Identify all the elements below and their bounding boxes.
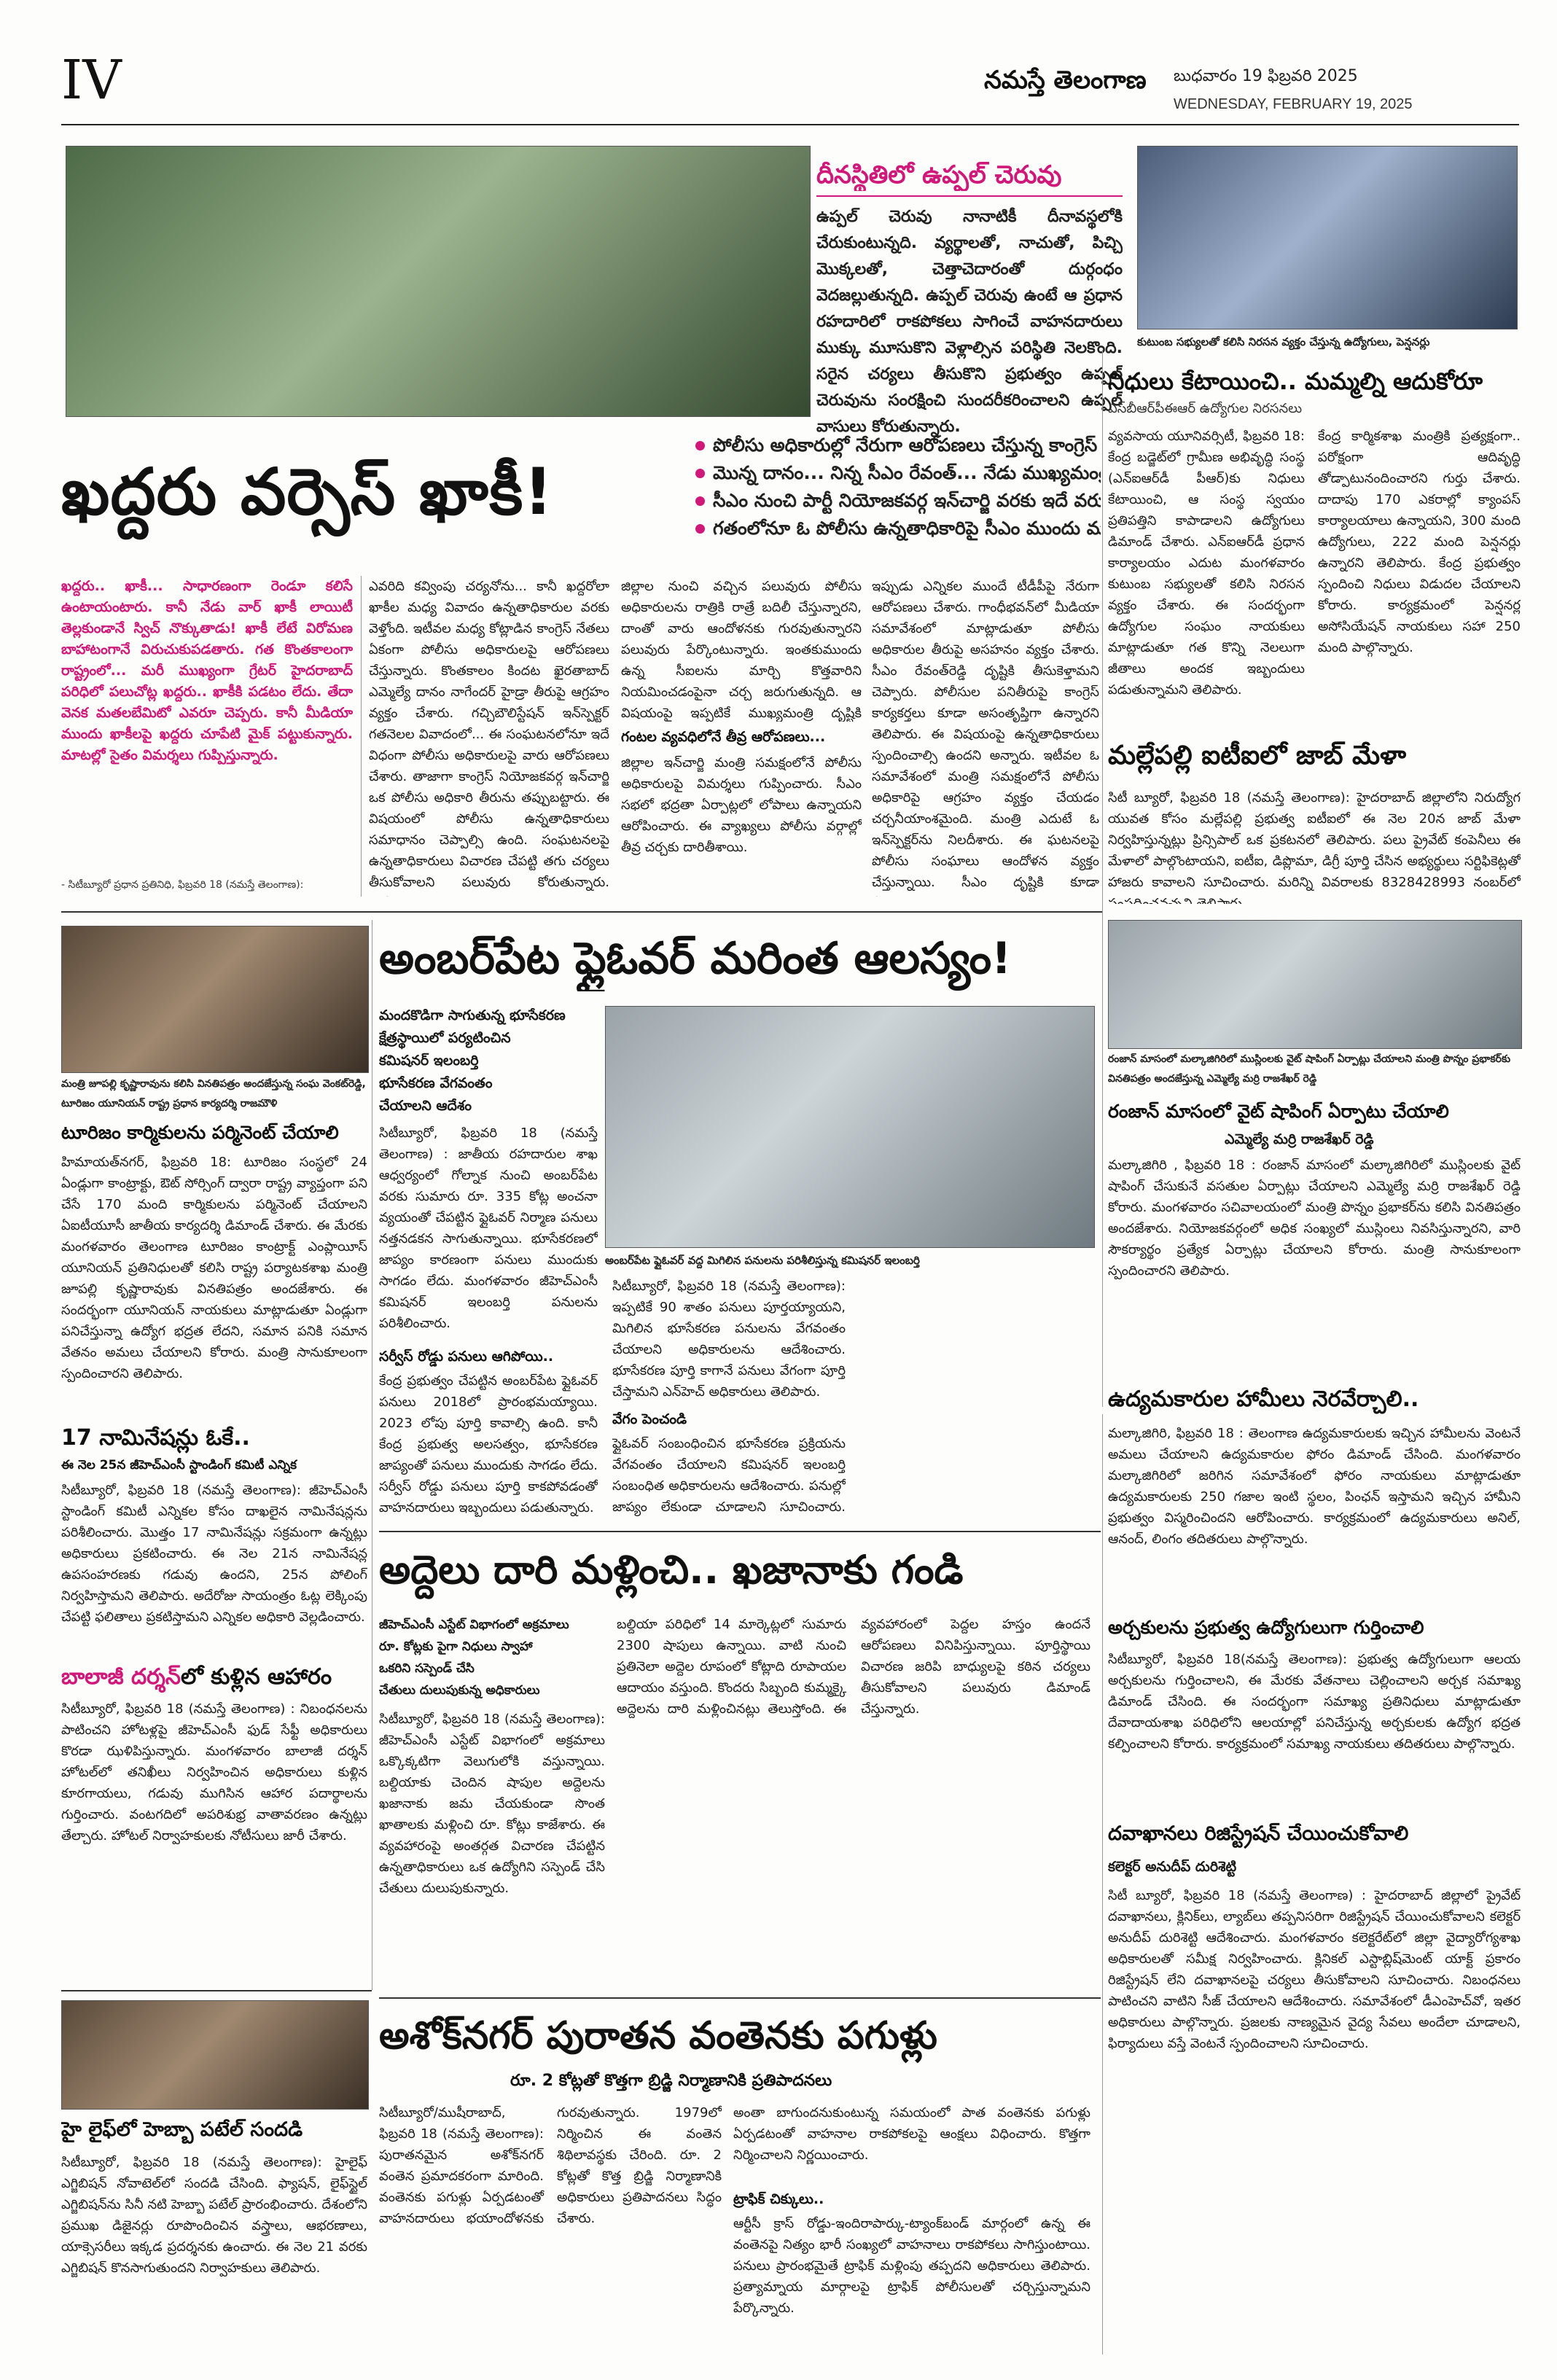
amberpet-point: మందకొడిగా సాగుతున్న భూసేకరణ (379, 1007, 566, 1023)
amberpet-point: కమిషనర్‌ ఇలంబర్తి (379, 1053, 479, 1069)
funds-col1: వ్యవసాయ యూనివర్సిటీ, ఫిబ్రవరి 18: కేంద్ర… (1108, 429, 1305, 698)
ashok-top-rule (379, 1997, 1101, 1999)
ashok-subhead: రూ. 2 కోట్లతో కొత్తగా బ్రిడ్జి నిర్మాణాన… (510, 2072, 832, 2090)
lead-intro: ఖద్దరు.. ఖాకీ... సాధారణంగా రెండూ కలిసే ఉ… (61, 578, 353, 763)
iti-body: సిటీ బ్యూరో, ఫిబ్రవరి 18 (నమస్తే తెలంగాణ… (1108, 790, 1521, 904)
right-column-rule (1102, 1414, 1103, 2354)
ranjan-photo-caption: రంజాన్‌ మాసంలో మల్కాజిగిరిలో ముస్లింలకు … (1108, 1053, 1511, 1085)
addelu-point: ఒకరిని సస్పెండ్‌ చేసి (379, 1661, 475, 1676)
page-number: IV (61, 49, 122, 112)
hebah-body: సిటీబ్యూరో, ఫిబ్రవరి 18 (నమస్తే తెలంగాణ)… (61, 2155, 367, 2276)
addelu-body2: బల్దియా పరిధిలో 14 మార్కెట్లలో సుమారు 23… (617, 1617, 1090, 1717)
lead-headline: ఖద్దరు వర్సెస్‌ ఖాకీ! (61, 454, 554, 529)
amberpet-sub2: వేగం పెంచండి (612, 1411, 687, 1427)
iti-headline: మల్లేపల్లి ఐటీఐలో జాబ్‌ మేళా (1108, 741, 1407, 770)
movement-body: మల్కాజిగిరి, ఫిబ్రవరి 18 : తెలంగాణ ఉద్యమ… (1108, 1426, 1521, 1547)
amberpet-body1: సిటీబ్యూరో, ఫిబ్రవరి 18 (నమస్తే తెలంగాణ)… (379, 1125, 598, 1331)
amberpet-photo-caption: అంబర్‌పేట ఫ్లైఓవర్‌ వద్ద మిగిలిన పనులను … (605, 1254, 920, 1267)
hebah-top-rule (61, 1990, 372, 1991)
amberpet-points: మందకొడిగా సాగుతున్న భూసేకరణ క్షేత్రస్థాయ… (379, 1004, 598, 1117)
tourism-photo-caption: మంత్రి జూపల్లి కృష్ణారావును కలిసి వినతిప… (61, 1078, 366, 1109)
addelu-point: జీహెచ్‌ఎంసీ ఎస్టేట్‌ విభాగంలో అక్రమాలు (379, 1618, 569, 1632)
amberpet-point: క్షేత్రస్థాయిలో పర్యటించిన (379, 1030, 511, 1046)
tourism-body: హిమాయత్‌నగర్‌, ఫిబ్రవరి 18: టూరిజం సంస్థ… (61, 1155, 367, 1381)
amberpet-body2: కేంద్ర ప్రభుత్వం చేపట్టిన అంబర్‌పేట ఫ్లై… (379, 1373, 598, 1515)
funds-protest-photo (1137, 146, 1518, 329)
amberpet-point: చేయాలని ఆదేశం (379, 1098, 472, 1114)
addelu-point: చేతులు దులుపుకున్న అధికారులు (379, 1683, 540, 1698)
amberpet-body4: ఫ్లైఓవర్‌ సంబంధించిన భూసేకరణ ప్రక్రియను … (612, 1436, 846, 1515)
hospitals-headline: దవాఖానలు రిజిస్ట్రేషన్‌ చేయించుకోవాలి (1108, 1822, 1409, 1845)
ashok-subhead-traffic: ట్రాఫిక్‌ చిక్కులు.. (733, 2191, 824, 2207)
lead-bottom-rule (61, 911, 1102, 913)
amberpet-point: భూసేకరణ వేగవంతం (379, 1075, 493, 1091)
lead-bullets: పోలీసు అధికారుల్లో నేరుగా ఆరోపణలు చేస్తు… (692, 432, 1101, 542)
nominations-headline: 17 నామినేషన్లు ఓకే.. (61, 1425, 250, 1451)
uppal-body: ఉప్పల్‌ చెరువు నానాటికీ దీనావస్థలోకి చేర… (816, 208, 1123, 436)
lead-col2: జిల్లాల నుంచి వచ్చిన పలువురు పోలీసు అధిక… (621, 579, 862, 721)
balaji-headline-b: లో కుళ్లిన ఆహారం (180, 1664, 332, 1690)
lead-col-rule-1 (361, 576, 362, 897)
funds-photo-caption: కుటుంబ సభ్యులతో కలిసి నిరసన వ్యక్తం చేస్… (1137, 335, 1430, 348)
lead-col2-subhead: గంటల వ్యవధిలోనే తీవ్ర ఆరోపణలు... (621, 729, 826, 745)
lead-bullet: గతంలోనూ ఓ పోలీసు ఉన్నతాధికారిపై సీఎం ముం… (692, 515, 1101, 542)
employees-body: సిటీబ్యూరో, ఫిబ్రవరి 18(నమస్తే తెలంగాణ):… (1108, 1652, 1521, 1752)
amberpet-sub1: సర్వీస్‌ రోడ్డు పనులు ఆగిపోయి.. (379, 1349, 554, 1365)
ranjan-headline: రంజాన్‌ మాసంలో వైట్‌ షాపింగ్‌ ఏర్పాటు చే… (1108, 1101, 1449, 1122)
balaji-body: సిటీబ్యూరో, ఫిబ్రవరి 18 (నమస్తే తెలంగాణ)… (61, 1701, 367, 1843)
ashok-body3: ఆర్టీసీ క్రాస్‌ రోడ్డు-ఇందిరాపార్కు-ట్యా… (733, 2216, 1090, 2316)
hospitals-body: సిటీ బ్యూరో, ఫిబ్రవరి 18 (నమస్తే తెలంగాణ… (1108, 1888, 1521, 2051)
ashok-body2: అంతా బాగుందనుకుంటున్న సమయంలో పాత వంతెనకు… (733, 2105, 1090, 2163)
addelu-headline: అద్దెలు దారి మళ్లించి.. ఖజానాకు గండి (379, 1547, 964, 1593)
ashok-body1: సిటీబ్యూరో/ముషీరాబాద్‌, ఫిబ్రవరి 18 (నమస… (379, 2105, 722, 2226)
lead-col1: ఎవరిది కవ్వింపు చర్యనోను... కానీ ఖద్దరోల… (369, 579, 609, 897)
ashok-headline: అశోక్‌నగర్‌ పురాతన వంతెనకు పగుళ్లు (379, 2014, 937, 2058)
amberpet-flyover-photo (605, 1006, 1095, 1248)
date-english: WEDNESDAY, FEBRUARY 19, 2025 (1174, 96, 1413, 112)
addelu-point: రూ. కోట్లకు పైగా నిధులు స్వాహా (379, 1639, 533, 1654)
nominations-subhead: ఈ నెల 25న జీహెచ్‌ఎంసీ స్టాండింగ్‌ కమిటీ … (61, 1458, 297, 1472)
funds-subhead: ఎస్‌బీఆర్‌పీఈఆర్‌ ఉద్యోగుల నిరసనలు (1108, 401, 1303, 416)
addelu-body1: సిటీబ్యూరో, ఫిబ్రవరి 18 (నమస్తే తెలంగాణ)… (379, 1712, 605, 1896)
employees-headline: అర్చకులను ప్రభుత్వ ఉద్యోగులుగా గుర్తించా… (1108, 1617, 1424, 1638)
ranjan-meeting-photo (1108, 920, 1522, 1049)
uppal-title: దీనస్థితిలో ఉప్పల్‌ చెరువు (816, 160, 1062, 190)
lead-bullet: మొన్న దానం... నిన్న సీఎం రేవంత్‌... నేడు… (692, 459, 1101, 487)
lead-dateline: - సిటీబ్యూరో ప్రధాన ప్రతినిధి, ఫిబ్రవరి … (61, 879, 304, 891)
tourism-headline: టూరిజం కార్మికులను పర్మినెంట్‌ చేయాలి (61, 1122, 339, 1143)
nominations-body: సిటీబ్యూరో, ఫిబ్రవరి 18 (నమస్తే తెలంగాణ)… (61, 1483, 367, 1625)
tourism-meeting-photo (61, 926, 369, 1073)
uppal-lake-photo (66, 146, 811, 417)
amberpet-body3: సిటీబ్యూరో, ఫిబ్రవరి 18 (నమస్తే తెలంగాణ)… (612, 1279, 846, 1400)
hospitals-subhead: కలెక్టర్‌ అనుదీప్‌ దురిశెట్టి (1108, 1859, 1237, 1875)
masthead-rule (61, 124, 1519, 125)
movement-headline: ఉద్యమకారుల హామీలు నెరవేర్చాలి.. (1108, 1386, 1419, 1412)
lead-bullet: సీఎం నుంచి పార్టీ నియోజకవర్గ ఇన్‌చార్జి … (692, 487, 1101, 515)
balaji-headline: బాలాజీ దర్శన్‌లో కుళ్లిన ఆహారం (61, 1661, 367, 1694)
funds-col2: కేంద్ర కార్మికశాఖ మంత్రికి ప్రత్యక్షంగా.… (1318, 429, 1521, 655)
brand-name: నమస్తే తెలంగాణ (984, 66, 1147, 95)
hebah-event-photo (61, 2000, 369, 2110)
ranjan-subhead: ఎమ్మెల్యే మర్రి రాజశేఖర్‌ రెడ్డి (1225, 1131, 1374, 1147)
ranjan-body: మల్కాజిగిరి , ఫిబ్రవరి 18 : రంజాన్‌ మాసం… (1108, 1158, 1521, 1279)
addelu-top-rule (379, 1531, 1101, 1532)
amberpet-headline: అంబర్‌పేట ఫ్లైఓవర్‌ మరింత ఆలస్యం! (379, 933, 1012, 984)
lead-right-rule (1102, 350, 1103, 1407)
addelu-points: జీహెచ్‌ఎంసీ ఎస్టేట్‌ విభాగంలో అక్రమాలు ర… (379, 1614, 605, 1701)
hebah-headline: హై లైఫ్‌లో హెబ్బా పటేల్‌ సందడి (61, 2118, 303, 2141)
lead-col2-b: జిల్లాల ఇన్‌చార్జి మంత్రి సమక్షంలోనే పోల… (621, 755, 862, 855)
lead-col3: ఇప్పుడు ఎన్నికల ముందే టీడీపీపై నేరుగా ఆర… (872, 579, 1099, 897)
balaji-headline-a: బాలాజీ దర్శన్‌ (61, 1664, 181, 1690)
date-telugu: బుధవారం 19 ఫిబ్రవరి 2025 (1174, 67, 1358, 85)
funds-headline: నిధులు కేటాయించి.. మమ్మల్ని ఆదుకోరూ (1108, 367, 1483, 395)
uppal-title-rule (816, 195, 1123, 197)
lead-bullet: పోలీసు అధికారుల్లో నేరుగా ఆరోపణలు చేస్తు… (692, 432, 1101, 459)
